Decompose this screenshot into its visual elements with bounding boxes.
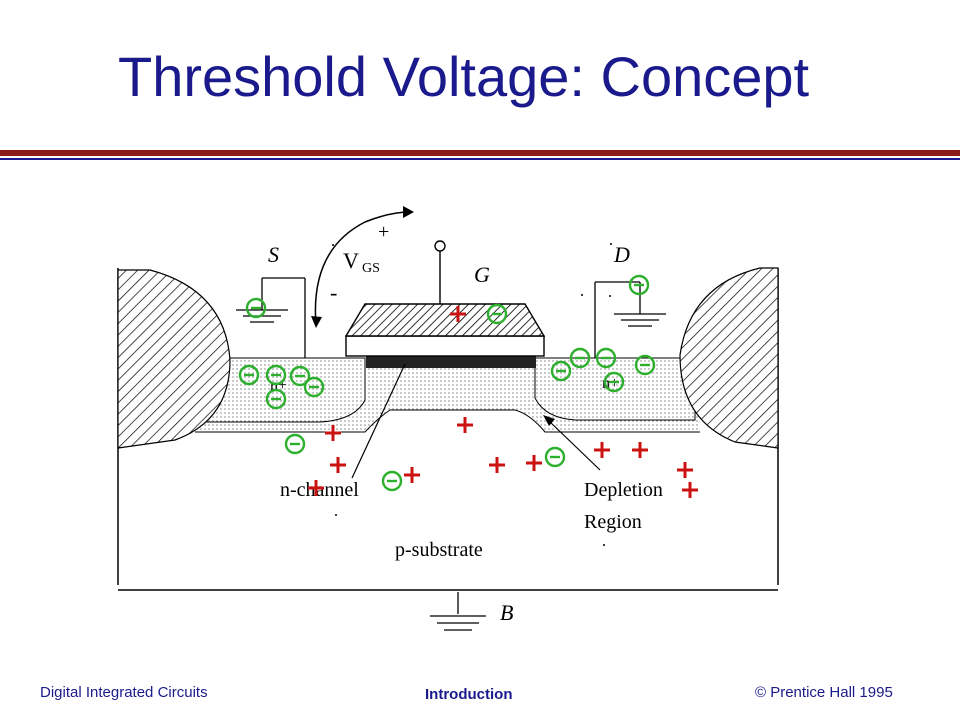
electrons bbox=[238, 274, 656, 492]
depletion-pointer bbox=[547, 419, 601, 471]
slide-title: Threshold Voltage: Concept bbox=[118, 45, 810, 108]
drain-terminal bbox=[594, 281, 666, 358]
drain-label: D bbox=[613, 242, 630, 267]
source-terminal bbox=[236, 277, 306, 358]
electron bbox=[381, 470, 403, 492]
footer-copyright: © Prentice Hall 1995 bbox=[755, 684, 893, 701]
electron bbox=[569, 347, 591, 369]
gate-cap bbox=[344, 303, 546, 337]
electron bbox=[284, 433, 306, 455]
vgs-minus-label: - bbox=[330, 280, 337, 305]
bulk-label: B bbox=[500, 600, 513, 625]
field-oxide-left bbox=[117, 269, 231, 449]
scan-specks bbox=[332, 243, 612, 546]
substrate-label: p-substrate bbox=[395, 539, 483, 561]
gate-label: G bbox=[474, 262, 490, 287]
vgs-label: V bbox=[343, 248, 359, 273]
electron bbox=[486, 303, 508, 325]
depletion-region-outline bbox=[195, 409, 700, 433]
depletion-label-line1: Depletion bbox=[584, 479, 663, 501]
electron bbox=[303, 376, 325, 398]
electron bbox=[238, 364, 260, 386]
footer-section-name: Introduction bbox=[425, 686, 513, 703]
source-label: S bbox=[268, 242, 279, 267]
gate-poly bbox=[345, 335, 545, 357]
footer-course-title: Digital Integrated Circuits bbox=[40, 684, 208, 701]
electron bbox=[603, 371, 625, 393]
title-rule-red bbox=[0, 150, 960, 156]
electron bbox=[265, 388, 287, 410]
n-channel-pointer bbox=[351, 363, 406, 479]
electron bbox=[544, 446, 566, 468]
gate-oxide bbox=[366, 356, 536, 368]
hole bbox=[526, 455, 542, 471]
hole bbox=[330, 457, 346, 473]
electron bbox=[289, 365, 311, 387]
depletion-pointer-head bbox=[543, 415, 555, 426]
electron bbox=[265, 364, 287, 386]
hole bbox=[450, 306, 466, 322]
electron bbox=[245, 297, 267, 319]
vgs-subscript: GS bbox=[362, 261, 380, 276]
electron bbox=[628, 274, 650, 296]
vgs-arrow-head-bottom bbox=[311, 316, 322, 328]
hole bbox=[632, 442, 648, 458]
hole bbox=[489, 457, 505, 473]
hole bbox=[308, 480, 324, 496]
title-rule-blue bbox=[0, 158, 960, 160]
electron bbox=[595, 347, 617, 369]
n-channel-label: n-channel bbox=[280, 479, 359, 501]
depletion-label-line2: Region bbox=[584, 511, 642, 533]
hole bbox=[457, 417, 473, 433]
hole bbox=[404, 467, 420, 483]
hole bbox=[677, 462, 693, 478]
field-oxide-right bbox=[679, 267, 779, 449]
hole bbox=[682, 482, 698, 498]
hole bbox=[325, 425, 341, 441]
electron bbox=[550, 360, 572, 382]
vgs-arrow-head-top bbox=[403, 206, 414, 218]
drain-n-plus-region bbox=[534, 357, 696, 421]
vgs-arrow bbox=[314, 211, 411, 326]
electron bbox=[634, 354, 656, 376]
holes bbox=[308, 306, 698, 498]
gate-terminal bbox=[434, 240, 446, 304]
vgs-plus-label: + bbox=[378, 221, 389, 243]
bulk-terminal bbox=[430, 592, 486, 631]
hole bbox=[594, 442, 610, 458]
